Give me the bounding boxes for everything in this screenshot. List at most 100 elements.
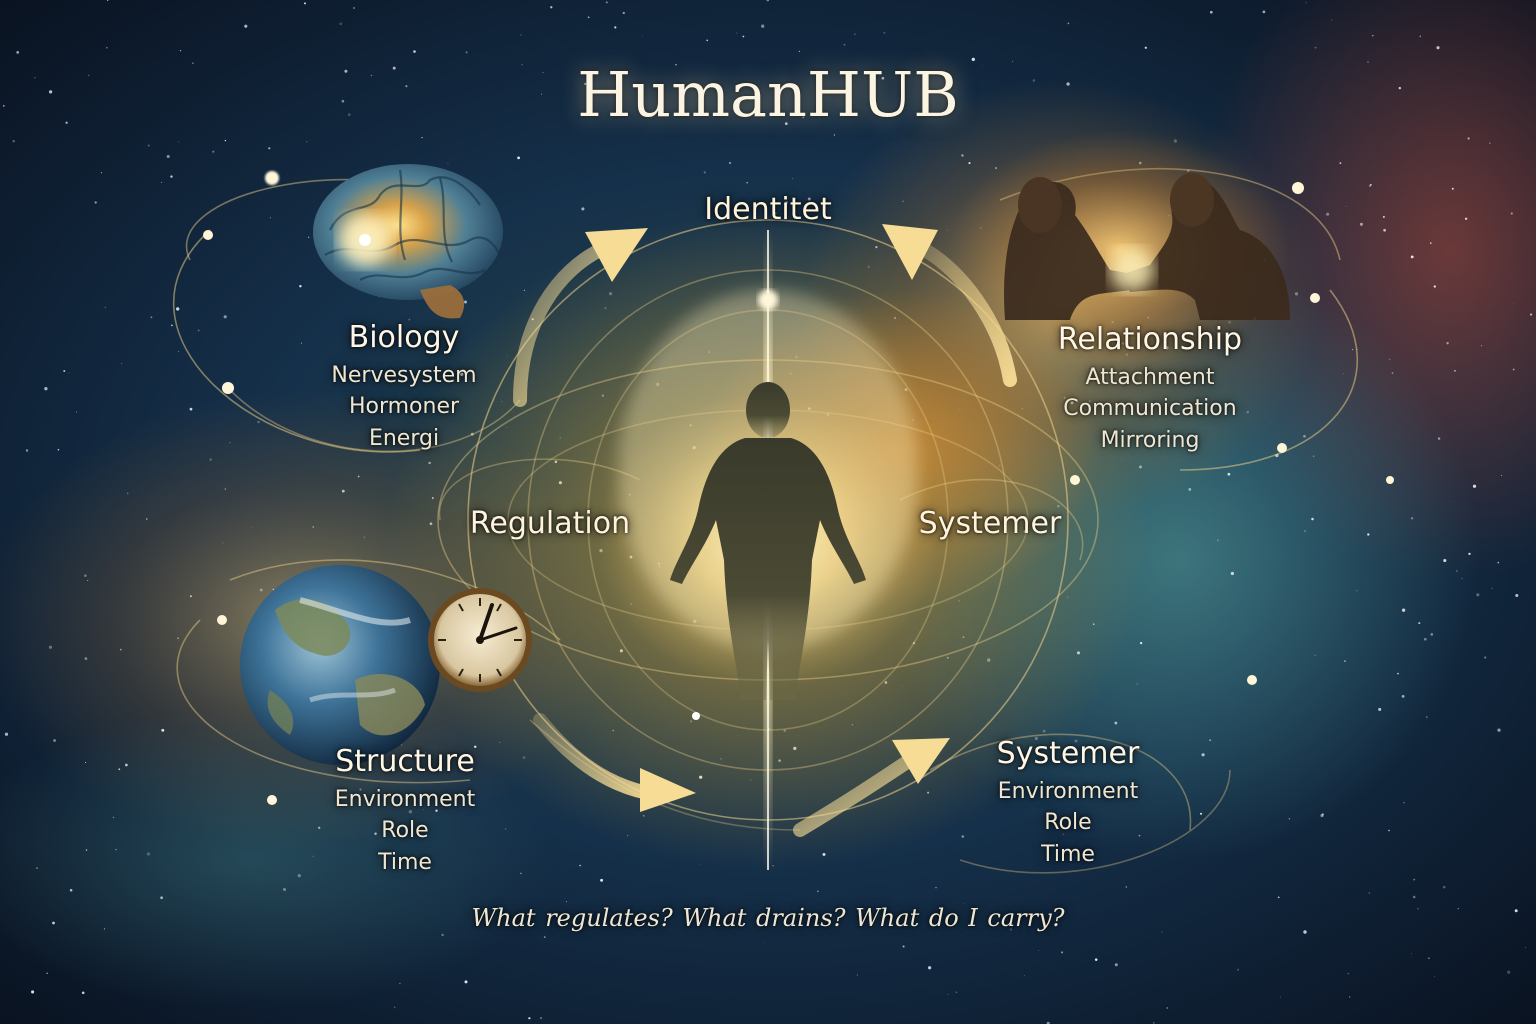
star: [1359, 222, 1363, 226]
star: [447, 162, 449, 164]
star: [179, 49, 182, 52]
star: [843, 43, 846, 46]
star: [1476, 593, 1480, 597]
star: [48, 90, 53, 94]
star: [565, 901, 567, 903]
biology-item: Hormoner: [348, 394, 460, 420]
star: [807, 197, 811, 201]
star: [1436, 46, 1440, 50]
star: [257, 420, 260, 424]
star: [550, 6, 553, 9]
star: [935, 887, 937, 889]
star: [1348, 996, 1351, 998]
star: [541, 93, 543, 95]
star: [766, 0, 770, 2]
star: [166, 154, 170, 159]
star: [902, 200, 904, 202]
brain-icon: [313, 164, 503, 319]
star: [504, 828, 507, 830]
star: [1314, 46, 1317, 49]
clock-icon: [428, 588, 532, 692]
regulation-label: Regulation: [469, 506, 631, 541]
star: [1303, 434, 1306, 438]
star: [104, 306, 106, 308]
star: [1166, 1007, 1169, 1009]
star: [161, 728, 165, 732]
star: [1489, 142, 1491, 144]
star: [52, 921, 55, 925]
star: [119, 648, 122, 651]
globe-icon: [240, 565, 440, 765]
star: [1161, 931, 1163, 933]
star: [353, 7, 355, 9]
star: [784, 201, 789, 205]
star: [1457, 907, 1459, 910]
star: [1339, 162, 1342, 165]
star: [971, 57, 975, 62]
star: [728, 161, 732, 165]
star: [146, 518, 148, 520]
star: [370, 74, 373, 77]
star: [81, 991, 85, 995]
star: [251, 527, 252, 529]
page-title: HumanHUB: [577, 58, 959, 131]
star: [622, 11, 625, 15]
star: [177, 350, 179, 352]
star: [1311, 517, 1314, 521]
star: [425, 752, 427, 754]
star: [441, 933, 444, 937]
star: [1397, 672, 1399, 675]
star: [405, 85, 408, 88]
star: [1094, 958, 1098, 961]
star: [1237, 968, 1240, 971]
star: [1513, 303, 1515, 304]
star: [1388, 829, 1390, 832]
star: [1136, 683, 1139, 685]
biology-group: Biology Nervesystem Hormoner Energi: [284, 316, 524, 455]
star: [197, 329, 200, 332]
star: [224, 488, 226, 490]
star: [961, 835, 965, 838]
star: [1114, 721, 1118, 725]
relationship-heading: Relationship: [1057, 322, 1243, 357]
star: [465, 51, 468, 54]
star: [244, 24, 248, 28]
star: [1401, 608, 1406, 612]
star: [1419, 35, 1422, 38]
star: [127, 492, 129, 494]
arrow-head-bottom-right: [892, 738, 950, 784]
systemer-center-label: Systemer: [918, 506, 1062, 541]
star: [177, 637, 180, 640]
star: [423, 809, 424, 811]
star: [1391, 372, 1394, 374]
star: [1280, 996, 1281, 998]
star: [520, 34, 522, 36]
star: [300, 342, 302, 344]
star: [1413, 878, 1416, 881]
star: [318, 826, 321, 829]
star: [268, 147, 271, 150]
star: [1188, 487, 1192, 491]
star: [1461, 577, 1463, 579]
star: [881, 76, 885, 80]
star: [1304, 530, 1307, 533]
star: [1433, 285, 1436, 288]
star: [1480, 345, 1483, 347]
star: [1401, 695, 1405, 698]
star: [178, 141, 180, 143]
star: [1530, 313, 1533, 316]
star: [1383, 228, 1386, 232]
star: [1345, 205, 1347, 207]
star: [374, 832, 377, 836]
star: [1303, 930, 1307, 934]
star: [584, 82, 587, 86]
star: [2, 105, 5, 107]
star: [103, 928, 106, 930]
relationship-item: Attachment: [1085, 364, 1215, 390]
star: [170, 324, 173, 327]
star: [1398, 86, 1402, 90]
star: [1410, 516, 1414, 520]
star: [1326, 212, 1330, 216]
star: [1428, 957, 1430, 959]
star: [401, 744, 403, 746]
